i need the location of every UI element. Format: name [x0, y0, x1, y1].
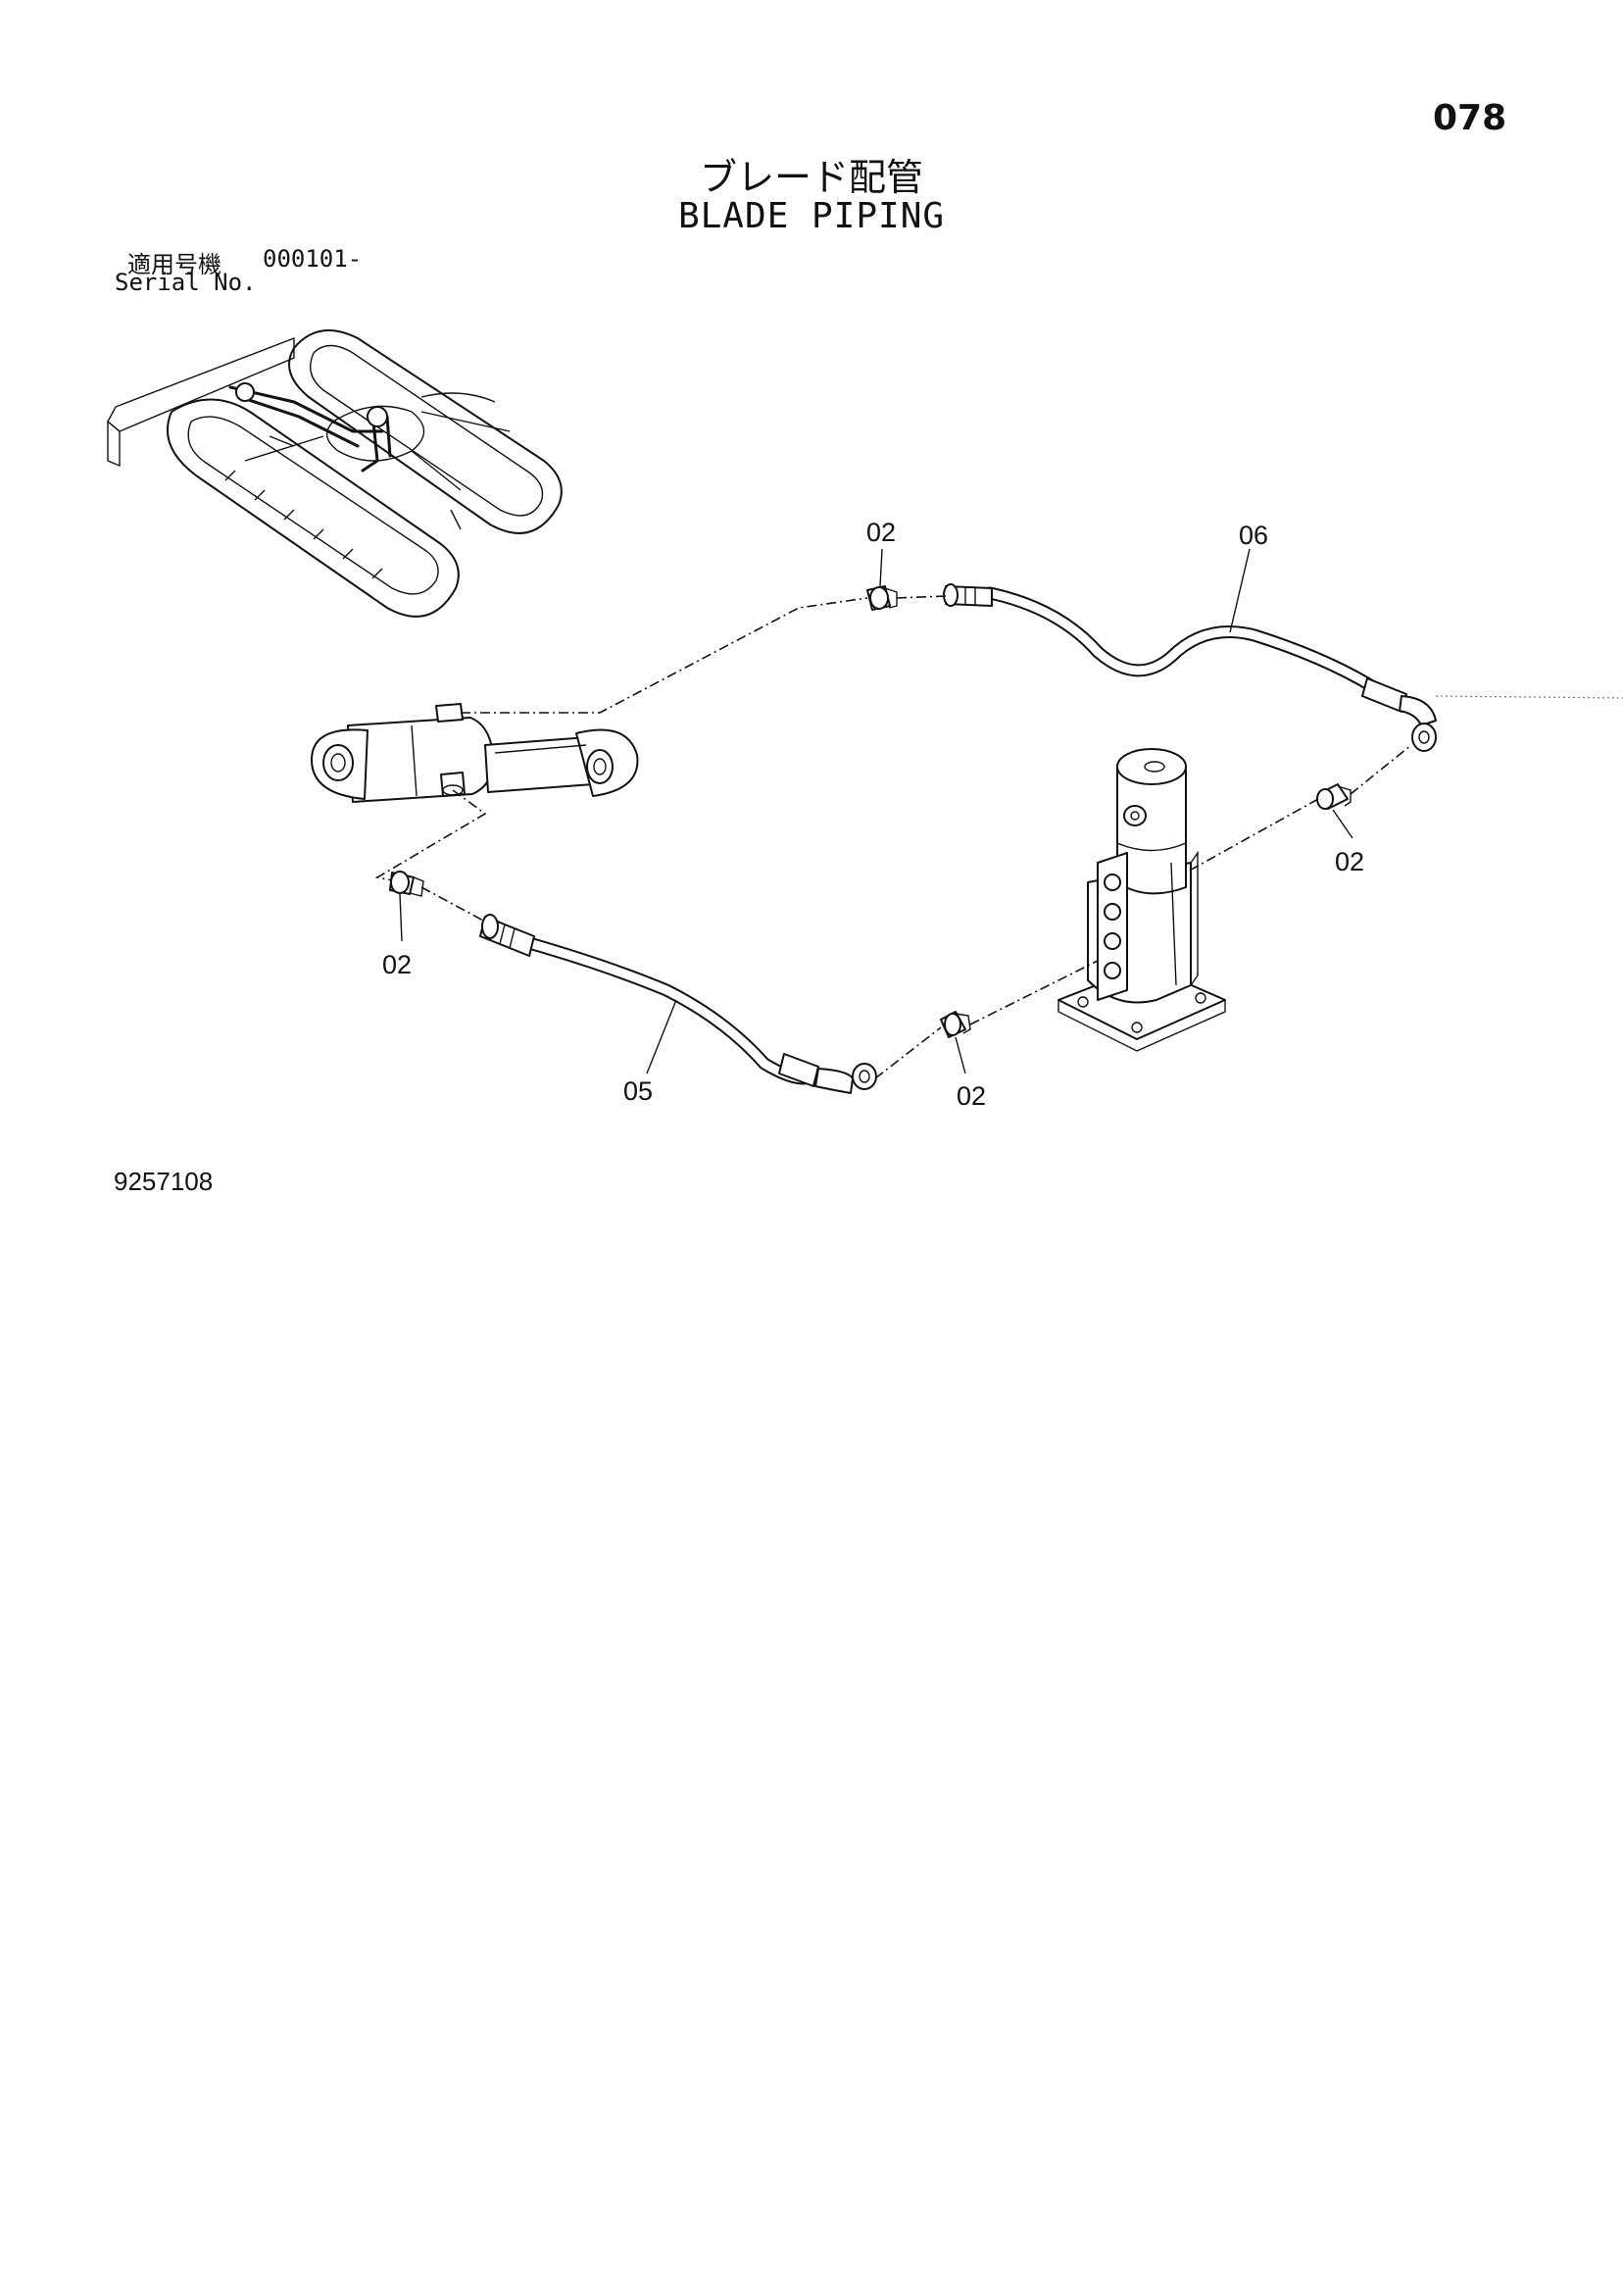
- page-title-japanese: ブレード配管: [699, 156, 923, 199]
- adapter-02-top: [866, 585, 898, 611]
- blade-cylinder: [311, 703, 639, 803]
- callout-02-bottom: 02: [957, 1081, 986, 1111]
- page-number: 078: [1433, 98, 1507, 138]
- adapter-02-bottom: [940, 1011, 971, 1038]
- serial-label-japanese: 適用号機: [127, 251, 221, 278]
- serial-label-english: Serial No.: [115, 269, 257, 296]
- callout-leaders: [399, 548, 1353, 1074]
- callout-02-right: 02: [1335, 847, 1364, 876]
- center-joint: [1057, 748, 1226, 1052]
- hose-05: [479, 914, 877, 1094]
- machine-location-thumbnail: [107, 329, 563, 618]
- adapter-02-left: [389, 871, 424, 897]
- page-title-english: BLADE PIPING: [677, 196, 946, 236]
- callout-06: 06: [1239, 521, 1268, 550]
- serial-number-value: 000101-: [263, 245, 363, 273]
- adapter-02-right: [1316, 783, 1352, 810]
- callout-05: 05: [623, 1076, 653, 1106]
- callout-02-left: 02: [382, 950, 412, 979]
- callout-02-top: 02: [866, 518, 896, 547]
- hose-06: [943, 583, 1437, 752]
- drawing-number: 9257108: [114, 1167, 214, 1196]
- assembly-lines: [374, 595, 1623, 1079]
